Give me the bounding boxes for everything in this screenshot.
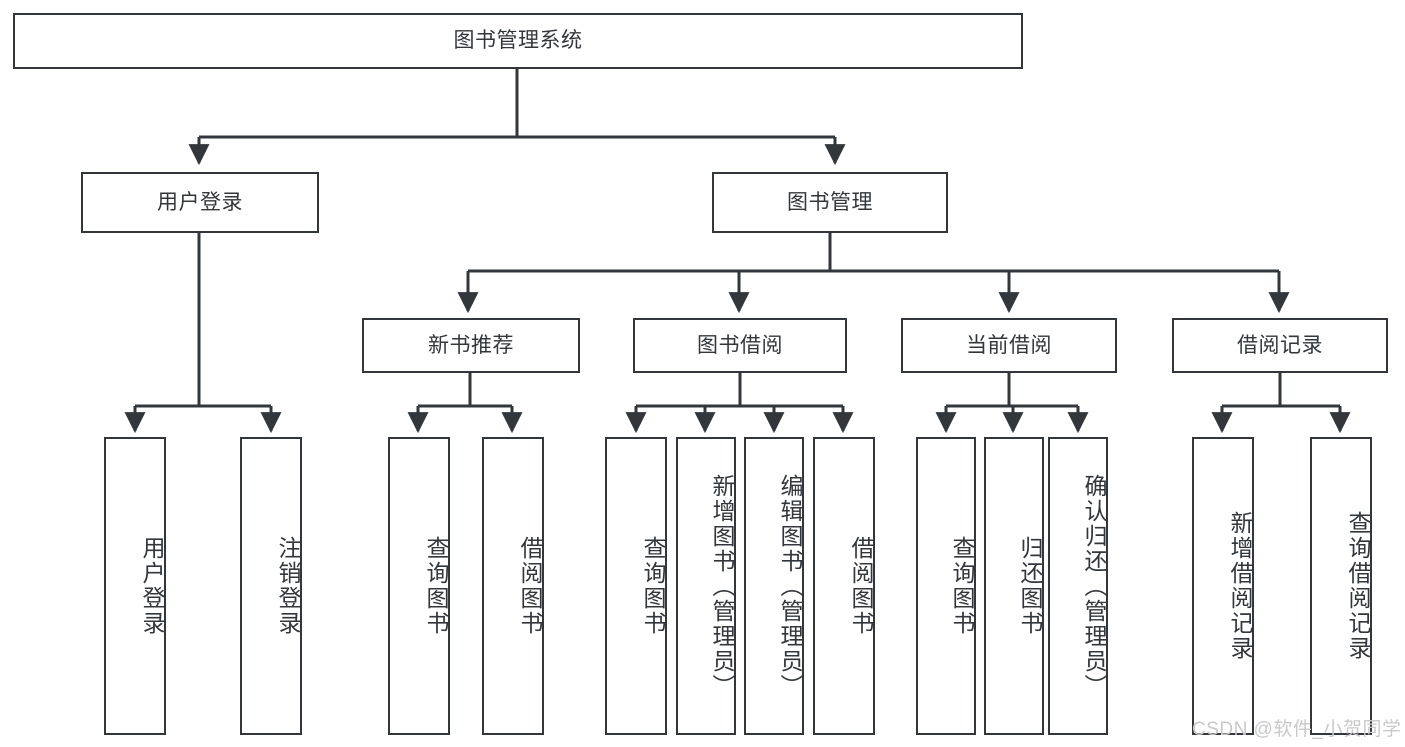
node-new-book-rec[interactable]: 新书推荐 bbox=[362, 318, 580, 373]
node-borrow-record-label: 借阅记录 bbox=[1237, 333, 1323, 357]
node-leaf-confirm-return-label: 确认归还（管理员） bbox=[1081, 473, 1107, 699]
node-book-borrow[interactable]: 图书借阅 bbox=[633, 318, 847, 373]
node-leaf-confirm-return[interactable]: 确认归还（管理员） bbox=[1048, 437, 1108, 735]
node-leaf-return-book-label: 归还图书 bbox=[1017, 536, 1043, 636]
node-leaf-query-book-1-label: 查询图书 bbox=[423, 536, 449, 636]
node-current-borrow-label: 当前借阅 bbox=[966, 333, 1052, 357]
node-user-login-label: 用户登录 bbox=[157, 190, 243, 214]
node-leaf-return-book[interactable]: 归还图书 bbox=[984, 437, 1044, 735]
node-leaf-query-record-label: 查询借阅记录 bbox=[1345, 511, 1371, 661]
csdn-watermark: CSDN @软件_小贺同学 bbox=[1192, 719, 1402, 740]
node-root-label: 图书管理系统 bbox=[453, 29, 583, 53]
node-leaf-add-book[interactable]: 新增图书（管理员） bbox=[676, 437, 736, 735]
node-leaf-user-login[interactable]: 用户登录 bbox=[104, 437, 166, 735]
node-book-borrow-label: 图书借阅 bbox=[697, 333, 783, 357]
node-leaf-query-book-2[interactable]: 查询图书 bbox=[605, 437, 667, 735]
node-leaf-query-book-2-label: 查询图书 bbox=[640, 536, 666, 636]
node-leaf-query-book-3[interactable]: 查询图书 bbox=[916, 437, 976, 735]
node-leaf-borrow-book-2-label: 借阅图书 bbox=[848, 536, 874, 636]
node-leaf-add-record[interactable]: 新增借阅记录 bbox=[1192, 437, 1254, 735]
node-leaf-add-record-label: 新增借阅记录 bbox=[1227, 511, 1253, 661]
node-leaf-query-record[interactable]: 查询借阅记录 bbox=[1310, 437, 1372, 735]
node-leaf-borrow-book-1[interactable]: 借阅图书 bbox=[482, 437, 544, 735]
node-leaf-edit-book-label: 编辑图书（管理员） bbox=[777, 473, 803, 699]
node-leaf-query-book-1[interactable]: 查询图书 bbox=[388, 437, 450, 735]
node-leaf-logout[interactable]: 注销登录 bbox=[240, 437, 302, 735]
node-root[interactable]: 图书管理系统 bbox=[13, 13, 1023, 69]
node-book-manage-label: 图书管理 bbox=[787, 190, 873, 214]
node-leaf-add-book-label: 新增图书（管理员） bbox=[709, 473, 735, 699]
node-book-manage[interactable]: 图书管理 bbox=[712, 172, 948, 233]
node-leaf-borrow-book-1-label: 借阅图书 bbox=[517, 536, 543, 636]
node-user-login[interactable]: 用户登录 bbox=[81, 172, 319, 233]
node-leaf-logout-label: 注销登录 bbox=[275, 536, 301, 636]
node-leaf-query-book-3-label: 查询图书 bbox=[949, 536, 975, 636]
node-new-book-rec-label: 新书推荐 bbox=[428, 333, 514, 357]
node-current-borrow[interactable]: 当前借阅 bbox=[901, 318, 1117, 373]
node-leaf-borrow-book-2[interactable]: 借阅图书 bbox=[813, 437, 875, 735]
node-leaf-edit-book[interactable]: 编辑图书（管理员） bbox=[744, 437, 804, 735]
node-borrow-record[interactable]: 借阅记录 bbox=[1172, 318, 1388, 373]
node-leaf-user-login-label: 用户登录 bbox=[139, 536, 165, 636]
